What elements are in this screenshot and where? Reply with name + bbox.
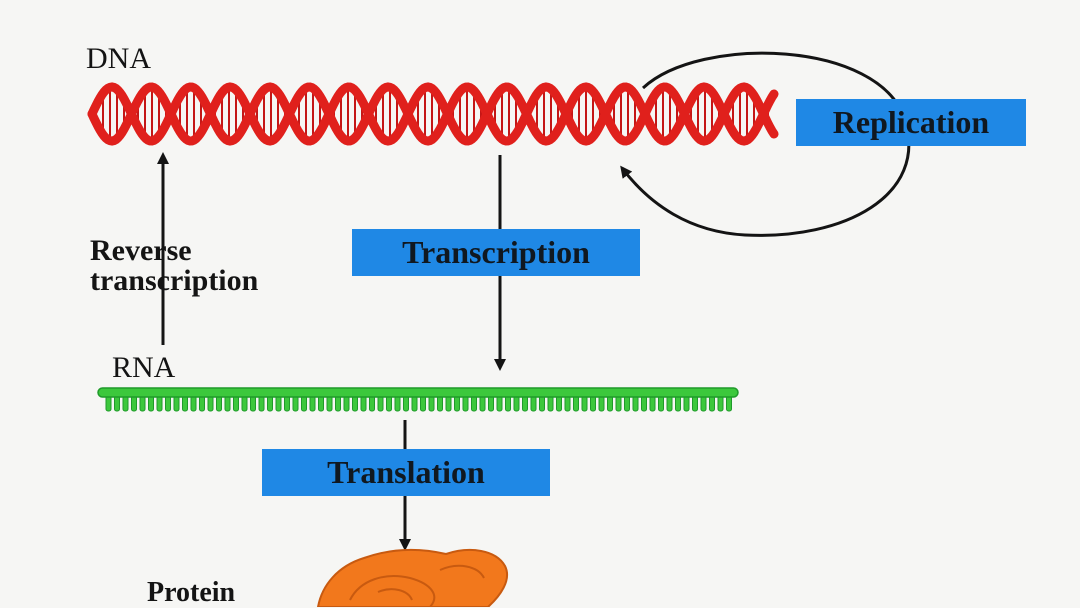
translation-box: Translation bbox=[262, 449, 550, 496]
protein-label: Protein bbox=[147, 577, 236, 608]
replication-loop-arrow bbox=[620, 51, 911, 237]
transcription-box: Transcription bbox=[352, 229, 640, 276]
protein-icon bbox=[316, 548, 508, 607]
rna-label: RNA bbox=[112, 351, 176, 384]
reverse-transcription-label: Reverse transcription bbox=[90, 234, 259, 297]
dna-strand-a bbox=[87, 82, 779, 146]
replication-box: Replication bbox=[796, 99, 1026, 146]
dna-double-helix bbox=[87, 82, 779, 146]
rna-backbone bbox=[97, 387, 739, 398]
dna-strand-b bbox=[87, 82, 779, 146]
dna-label: DNA bbox=[86, 42, 151, 75]
rna-strand bbox=[97, 387, 739, 412]
